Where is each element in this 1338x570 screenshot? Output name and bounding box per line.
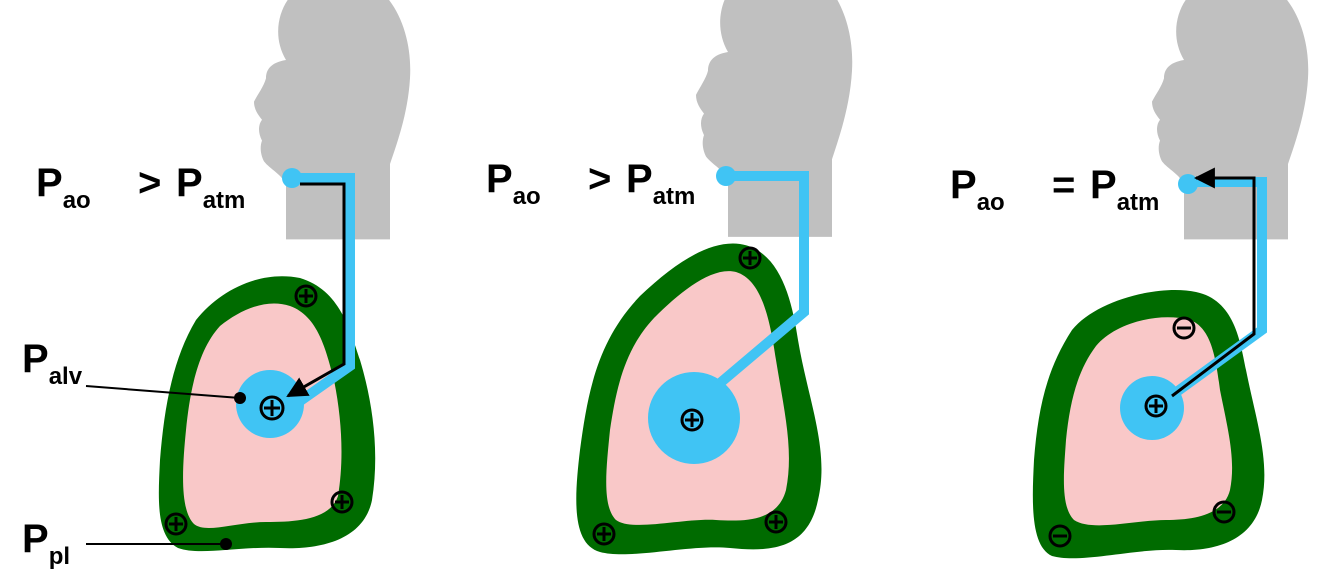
palv-dot [234, 392, 246, 404]
patm-label: Patm [1090, 163, 1159, 216]
pleural-sign [740, 248, 760, 268]
alveolus [236, 370, 304, 438]
ppl-label: Ppl [22, 517, 70, 570]
head-silhouette [1152, 0, 1308, 239]
alveolus-sign [1146, 396, 1166, 416]
alveolus-sign [261, 397, 283, 419]
alveolus [648, 372, 740, 464]
alveolus-sign [682, 410, 702, 430]
relation-symbol: > [138, 161, 161, 205]
mouth-opening [1178, 174, 1198, 194]
pao-label: Pao [36, 161, 91, 214]
alveolus [1120, 376, 1184, 440]
head-silhouette [696, 0, 852, 237]
patm-label: Patm [626, 157, 695, 210]
relation-symbol: = [1052, 163, 1075, 207]
pleural-sign [166, 514, 186, 534]
relation-symbol: > [588, 157, 611, 201]
mouth-opening [282, 168, 302, 188]
mouth-opening [716, 166, 736, 186]
ppl-dot [220, 538, 232, 550]
panel-middle: Pao > Patm [486, 0, 852, 554]
panel-right: Pao = Patm [950, 0, 1308, 558]
head-silhouette [254, 0, 410, 239]
panel-left: Pao > Patm Palv Ppl [22, 0, 410, 570]
pao-label: Pao [950, 163, 1005, 216]
pao-label: Pao [486, 157, 541, 210]
pleural-sign [594, 524, 614, 544]
patm-label: Patm [176, 161, 245, 214]
pleural-sign [332, 492, 352, 512]
palv-label: Palv [22, 337, 83, 390]
pleural-sign [766, 512, 786, 532]
pleural-sign [296, 286, 316, 306]
